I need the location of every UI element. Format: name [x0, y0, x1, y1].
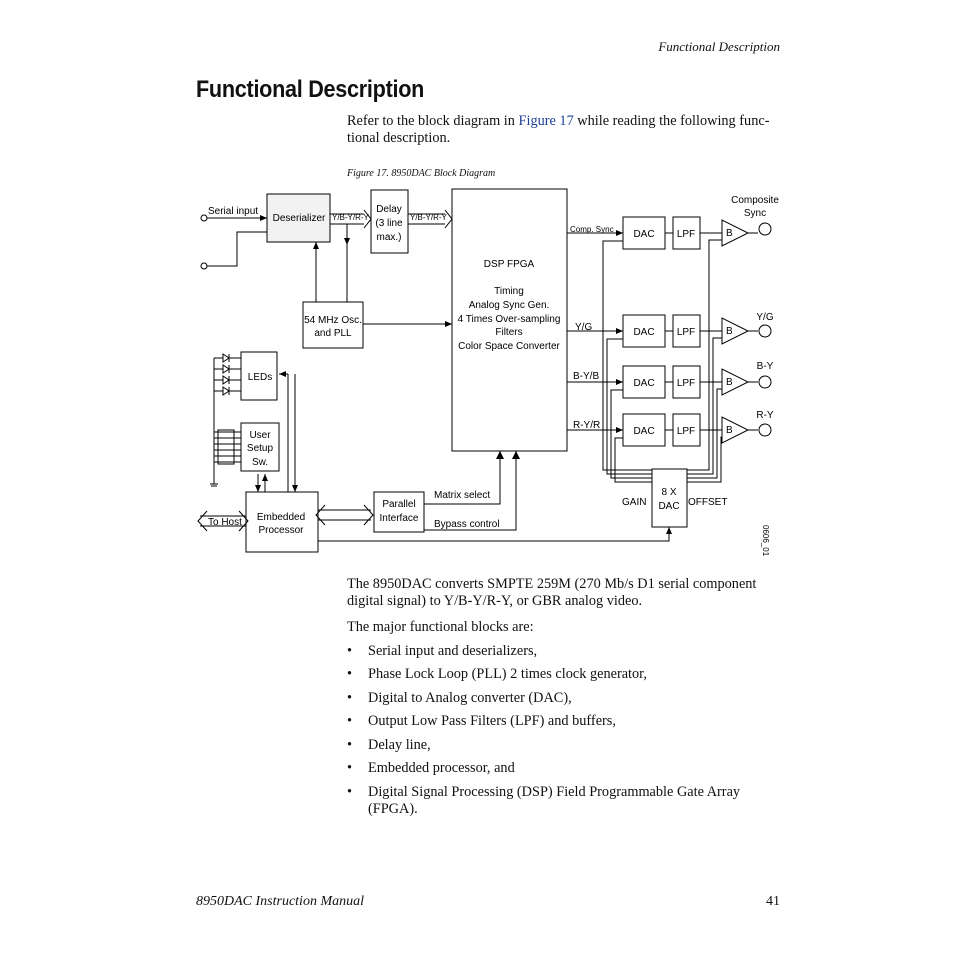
label-out-ry: R-Y [756, 410, 774, 421]
label-leds: LEDs [248, 372, 272, 383]
label-embedded-1: Embedded [257, 512, 305, 523]
label-dac-1: DAC [633, 229, 654, 240]
label-serial-input: Serial input [208, 206, 258, 217]
intro-text-after: while reading the following func-tional … [347, 113, 770, 146]
list-item-text: Delay line, [368, 737, 431, 753]
label-parallel-1: Parallel [382, 499, 415, 510]
blocks-intro: The major functional blocks are: [347, 619, 534, 635]
list-item-text: Embedded processor, and [368, 760, 515, 776]
label-bypass-control: Bypass control [434, 519, 500, 530]
label-embedded-2: Processor [258, 525, 304, 536]
label-parallel-2: Interface [380, 513, 419, 524]
running-header: Functional Description [658, 39, 780, 54]
label-8x-dac-1: 8 X [661, 487, 676, 498]
label-dac-4: DAC [633, 426, 654, 437]
label-8x-dac-2: DAC [658, 501, 679, 512]
description-paragraph: The 8950DAC converts SMPTE 259M (270 Mb/… [347, 576, 757, 609]
figure-17-link[interactable]: Figure 17 [518, 113, 574, 129]
label-deserializer: Deserializer [273, 213, 326, 224]
label-fpga-1: Timing [494, 286, 524, 297]
label-user-2: Setup [247, 443, 274, 454]
label-delay-1: Delay [376, 204, 402, 215]
list-item-text: Phase Lock Loop (PLL) 2 times clock gene… [368, 666, 647, 682]
bullet-icon: • [347, 643, 353, 659]
page-title: Functional Description [196, 76, 425, 103]
label-composite-1: Composite [731, 195, 779, 206]
intro-paragraph: Refer to the block diagram in Figure 17 … [347, 113, 782, 147]
label-matrix-select: Matrix select [434, 490, 490, 501]
list-item-text: Digital Signal Processing (DSP) Field Pr… [368, 784, 741, 817]
label-fpga-title: DSP FPGA [484, 259, 535, 270]
label-delay-2: (3 line [375, 218, 403, 229]
bullet-icon: • [347, 666, 353, 682]
label-delay-3: max.) [377, 232, 402, 243]
label-by-b: B-Y/B [573, 371, 599, 382]
label-user-3: Sw. [252, 457, 268, 468]
label-fpga-5: Color Space Converter [458, 341, 560, 352]
list-item-text: Output Low Pass Filters (LPF) and buffer… [368, 713, 616, 729]
bullet-icon: • [347, 737, 353, 753]
list-item-text: Serial input and deserializers, [368, 643, 538, 659]
label-yg-in: Y/G [575, 322, 592, 333]
label-osc-1: 54 MHz Osc. [304, 315, 362, 326]
figure-ref-code: 0606_01 [761, 525, 770, 557]
label-ry-r: R-Y/R [573, 420, 600, 431]
label-lpf-1: LPF [677, 229, 695, 240]
label-dac-2: DAC [633, 327, 654, 338]
label-bus-1: Y/B-Y/R-Y [332, 213, 370, 222]
label-bus-2: Y/B-Y/R-Y [410, 213, 448, 222]
label-buffer-2: B [726, 326, 733, 337]
label-osc-2: and PLL [314, 328, 352, 339]
page-number: 41 [766, 894, 780, 909]
bullet-icon: • [347, 760, 353, 776]
bullet-icon: • [347, 784, 353, 800]
label-dac-3: DAC [633, 378, 654, 389]
label-to-host: To Host [208, 517, 242, 528]
bullet-icon: • [347, 713, 353, 729]
label-fpga-2: Analog Sync Gen. [469, 300, 550, 311]
bullet-icon: • [347, 690, 353, 706]
label-composite-2: Sync [744, 208, 766, 219]
label-buffer-3: B [726, 377, 733, 388]
label-lpf-2: LPF [677, 327, 695, 338]
label-fpga-4: Filters [495, 327, 522, 338]
label-comp-sync: Comp. Sync [570, 225, 614, 234]
label-gain: GAIN [622, 497, 646, 508]
label-buffer-1: B [726, 228, 733, 239]
footer-manual-title: 8950DAC Instruction Manual [196, 894, 364, 909]
figure-caption: Figure 17. 8950DAC Block Diagram [347, 168, 496, 179]
label-fpga-3: 4 Times Over-sampling [458, 314, 561, 325]
label-out-by: B-Y [757, 361, 774, 372]
label-lpf-4: LPF [677, 426, 695, 437]
label-out-yg: Y/G [756, 312, 773, 323]
label-buffer-4: B [726, 425, 733, 436]
list-item-text: Digital to Analog converter (DAC), [368, 690, 572, 706]
label-offset: OFFSET [688, 497, 727, 508]
label-lpf-3: LPF [677, 378, 695, 389]
intro-text-before: Refer to the block diagram in [347, 113, 519, 129]
label-user-1: User [249, 430, 271, 441]
